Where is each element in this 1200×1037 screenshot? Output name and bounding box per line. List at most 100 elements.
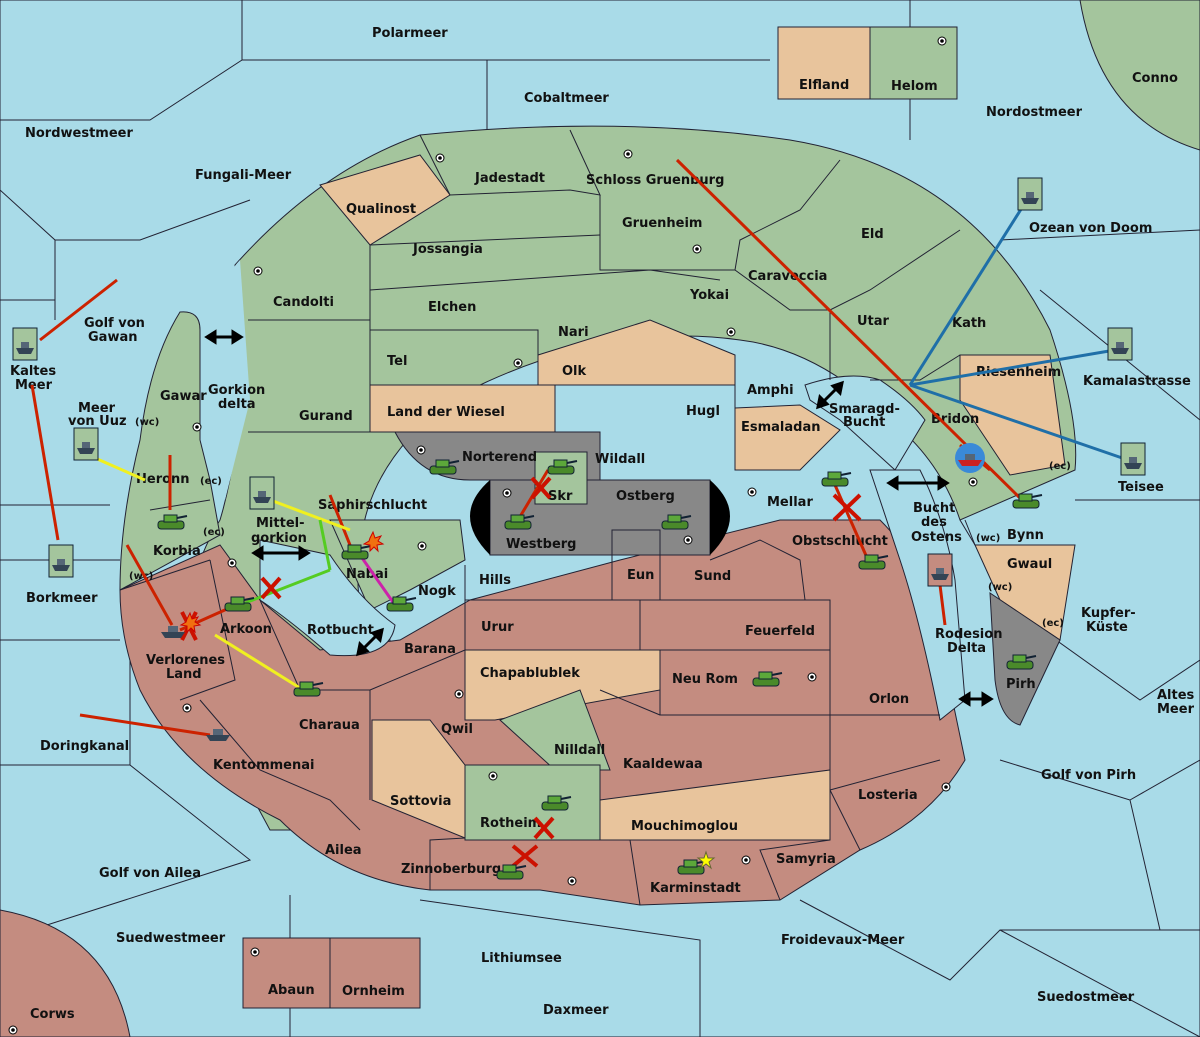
tank-icon [157, 514, 188, 530]
label-bynn: Bynn [1007, 528, 1044, 543]
bounce-x-icon [533, 816, 555, 840]
double-arrow-icon [251, 545, 311, 561]
tank-icon [752, 671, 783, 687]
label-zinnoberburg: Zinnoberburg [401, 862, 501, 877]
label-eun: Eun [627, 568, 654, 583]
tank-icon [858, 554, 889, 570]
tank-icon [386, 596, 417, 612]
tank-icon [821, 471, 852, 487]
label-esmaladan: Esmaladan [741, 420, 821, 435]
label-gawar-wc: (wc) [135, 417, 159, 428]
label-obstschlucht: Obstschlucht [792, 534, 888, 549]
double-arrow-icon [356, 627, 384, 657]
label-qwil: Qwil [441, 722, 473, 737]
ship-icon [249, 476, 275, 510]
tank-icon [677, 859, 708, 875]
label-kaaldewaa: Kaaldewaa [623, 757, 703, 772]
ship-icon [161, 626, 185, 638]
label-barana: Barana [404, 642, 456, 657]
label-wildall: Wildall [595, 452, 645, 467]
territory-corws [0, 909, 131, 1037]
label-helom: Helom [891, 79, 938, 94]
label-abaun: Abaun [268, 983, 315, 998]
label-bynn-wc: (wc) [976, 533, 1000, 544]
label-lithiumsee: Lithiumsee [481, 951, 562, 966]
supply-center-icon [250, 947, 260, 957]
supply-center-icon [513, 358, 523, 368]
label-mittel-1: Mittel- [256, 516, 305, 531]
tank-units [157, 459, 1043, 880]
label-utar: Utar [857, 314, 890, 329]
supply-center-icon [692, 244, 702, 254]
star-icon [696, 850, 716, 870]
ship-units [12, 177, 1146, 741]
label-polarmeer: Polarmeer [372, 26, 448, 41]
support-lines [908, 194, 1129, 462]
tank-icon [341, 544, 372, 560]
ship-icon [48, 544, 74, 578]
label-gawar: Gawar [160, 389, 207, 404]
passage-arrows [204, 329, 994, 707]
double-arrow-icon [204, 329, 244, 345]
label-rotbucht: Rotbucht [307, 623, 374, 638]
tank-icon [547, 459, 578, 475]
label-jossangia: Jossangia [412, 242, 483, 257]
label-teisee: Teisee [1118, 480, 1164, 495]
map-labels: Polarmeer Cobaltmeer Nordwestmeer Fungal… [10, 26, 1195, 1022]
label-ailea: Ailea [325, 843, 362, 858]
label-norterend: Norterend [462, 450, 537, 465]
explosion-icon [362, 530, 385, 553]
tank-icon [1012, 493, 1043, 509]
territory-conno [1079, 0, 1200, 151]
label-nilldall: Nilldall [554, 743, 605, 758]
supply-center-icon [488, 771, 498, 781]
tank-icon [504, 514, 535, 530]
label-westberg: Westberg [506, 537, 576, 552]
supply-center-icon [567, 876, 577, 886]
label-feuerfeld: Feuerfeld [745, 624, 815, 639]
label-bynn-ec: (ec) [1049, 461, 1071, 472]
tank-icon [224, 596, 255, 612]
supply-center-icon [8, 1025, 18, 1035]
label-fungali: Fungali-Meer [195, 168, 292, 183]
territory-elfland [777, 26, 871, 100]
label-sottovia: Sottovia [390, 794, 451, 809]
supply-center-icon [623, 149, 633, 159]
territory-nabai [329, 519, 466, 611]
supply-center-icon [807, 672, 817, 682]
label-nabai: Nabai [346, 567, 388, 582]
orders [30, 158, 1129, 737]
label-gruenheim: Gruenheim [622, 216, 702, 231]
supply-centers [8, 36, 978, 1035]
territory-riesenheim [959, 354, 1066, 476]
label-land-der-wiesel: Land der Wiesel [387, 405, 505, 420]
double-arrow-icon [958, 691, 994, 707]
label-nogk: Nogk [418, 584, 456, 599]
ship-icon [1017, 177, 1043, 211]
supply-center-icon [417, 541, 427, 551]
label-rodesion-2: Delta [947, 641, 986, 656]
sea-rotbucht [259, 539, 396, 657]
label-corws: Corws [30, 1007, 75, 1022]
label-arkoon: Arkoon [220, 622, 272, 637]
label-golf-von-pirh: Golf von Pirh [1041, 768, 1136, 783]
label-conno: Conno [1132, 71, 1178, 86]
label-kaltes-2: Meer [15, 378, 53, 393]
territory-rotheim [464, 764, 601, 841]
label-orlon: Orlon [869, 692, 909, 707]
label-borkmeer: Borkmeer [26, 591, 98, 606]
bounce-x-icon [530, 476, 552, 500]
label-nordwestmeer: Nordwestmeer [25, 126, 133, 141]
label-ozean-von-doom: Ozean von Doom [1029, 221, 1152, 236]
label-golf-von-ailea: Golf von Ailea [99, 866, 201, 881]
label-verlorenes-1: Verlorenes [146, 653, 225, 668]
label-jadestadt: Jadestadt [474, 171, 545, 186]
territory-gawar-korbia [119, 311, 221, 591]
label-urur: Urur [481, 620, 514, 635]
label-altes-1: Altes [1157, 688, 1195, 703]
order-line [675, 158, 1024, 502]
label-bucht-1: Bucht [913, 501, 955, 516]
sea-bucht-des-ostens [869, 469, 966, 721]
label-skr: Skr [548, 489, 573, 504]
